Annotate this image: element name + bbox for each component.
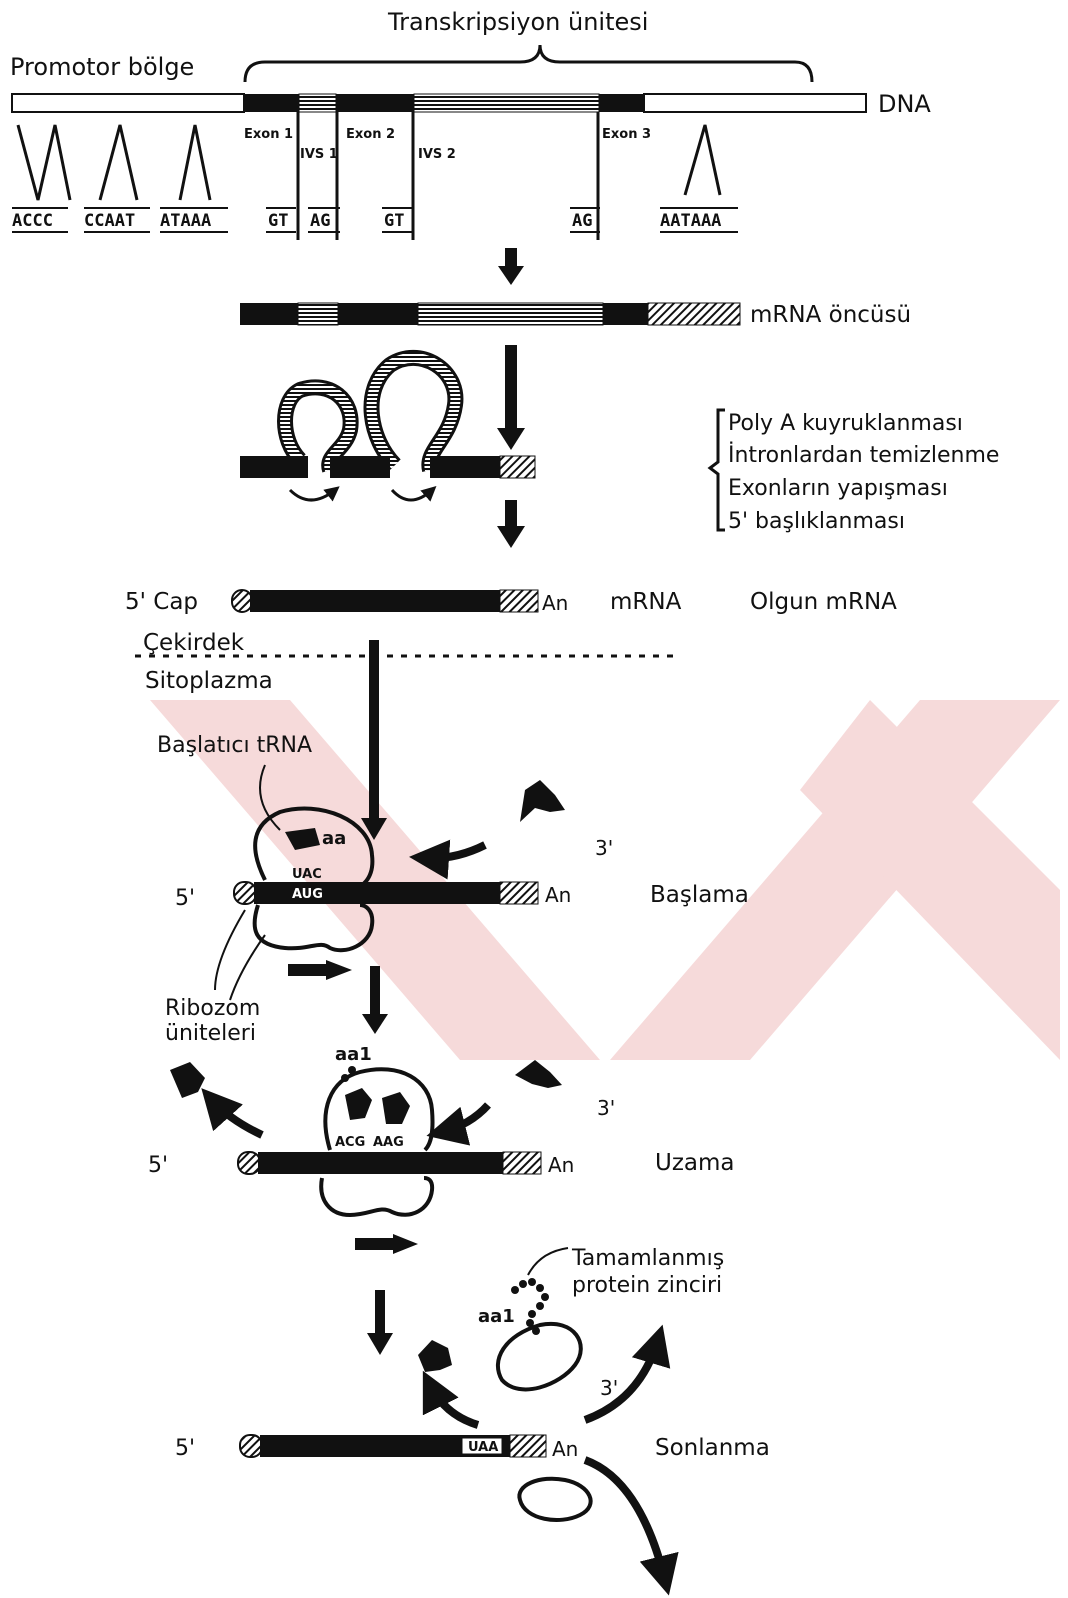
completed-protein-label-2: protein zinciri <box>572 1273 722 1298</box>
anticodon-uac: UAC <box>292 867 322 882</box>
step-polya: Poly A kuyruklanması <box>728 411 963 436</box>
arrow-to-termination <box>367 1290 393 1355</box>
aa1-elongation: aa1 <box>335 1044 372 1065</box>
promoter-seq-ccaat: CCAAT <box>84 211 135 231</box>
mrna-precursor <box>240 303 740 325</box>
precursor-label: mRNA öncüsü <box>750 302 911 328</box>
tail-termination: An <box>552 1437 578 1461</box>
released-small-subunit <box>498 1324 581 1390</box>
release-arrow-up <box>585 1340 658 1420</box>
ribosome-movement-arrow-2 <box>355 1238 395 1250</box>
step-capping: 5' başlıklanması <box>728 509 905 534</box>
ribosome-pointer-lines <box>215 910 265 1000</box>
incoming-arrow-2 <box>442 1105 488 1132</box>
splice-acceptor-2: AG <box>572 211 592 231</box>
dna-label: DNA <box>878 90 931 118</box>
exiting-arrow <box>212 1100 262 1135</box>
processing-bracket <box>710 410 725 530</box>
step-exon-joining: Exonların yapışması <box>728 476 948 501</box>
three-prime-initiation: 3' <box>595 836 613 860</box>
three-prime-elongation: 3' <box>597 1096 615 1120</box>
step-intron-removal: İntronlardan temizlenme <box>728 442 999 468</box>
ivs-1-label: IVS 1 <box>300 147 338 162</box>
ribosome-movement-arrow-1 <box>288 964 328 976</box>
tail-initiation: An <box>545 883 571 907</box>
ribosome-label-1: Ribozom <box>165 996 260 1021</box>
promoter-seq-ataaa: ATAAA <box>160 211 211 231</box>
exon-2-label: Exon 2 <box>346 127 395 142</box>
transcription-unit-label: Transkripsiyon ünitesi <box>387 8 648 36</box>
arrow-to-elongation <box>362 966 388 1034</box>
three-prime-termination: 3' <box>600 1376 618 1400</box>
incoming-trna-1 <box>520 780 565 822</box>
splice-acceptor-1: AG <box>310 211 330 231</box>
aa-label: aa <box>322 828 346 849</box>
splicing-intermediate <box>240 358 535 500</box>
nucleus-label: Çekirdek <box>143 630 245 656</box>
stage-initiation: Başlama <box>650 882 749 908</box>
polya-signal: AATAAA <box>660 211 721 231</box>
exon-1-label: Exon 1 <box>244 127 293 142</box>
tail-elongation: An <box>548 1153 574 1177</box>
incoming-arrow-1 <box>425 845 485 858</box>
arrow-processing <box>497 345 525 450</box>
mrna-initiation <box>234 882 538 904</box>
mrna-label: mRNA <box>610 589 682 615</box>
release-arrow-left <box>430 1385 478 1425</box>
stage-elongation: Uzama <box>655 1150 735 1176</box>
ivs-2-label: IVS 2 <box>418 147 456 162</box>
stage-termination: Sonlanma <box>655 1435 770 1461</box>
cytoplasm-label: Sitoplazma <box>145 668 273 694</box>
promoter-label: Promotor bölge <box>10 53 194 81</box>
arrow-to-mature <box>497 500 525 548</box>
release-arrow-down <box>585 1460 665 1580</box>
cap-label: 5' Cap <box>125 589 198 615</box>
splice-donor-2: GT <box>384 211 404 231</box>
ribosome-movement-head-1 <box>326 960 352 980</box>
start-codon: AUG <box>292 887 323 902</box>
released-large-subunit <box>519 1479 590 1520</box>
arrow-transcription <box>498 248 524 285</box>
mature-mrna <box>232 590 538 612</box>
five-prime-initiation: 5' <box>175 886 195 911</box>
released-trna <box>418 1340 452 1372</box>
mature-tail: An <box>542 591 568 615</box>
mrna-elongation <box>238 1152 541 1174</box>
incoming-trna-2 <box>515 1060 562 1088</box>
splice-donor-1: GT <box>268 211 288 231</box>
exiting-trna <box>170 1062 205 1098</box>
transcription-unit-brace <box>245 45 812 82</box>
exon-3-label: Exon 3 <box>602 127 651 142</box>
completed-protein-label-1: Tamamlanmış <box>571 1246 724 1271</box>
aa1-termination: aa1 <box>478 1306 515 1327</box>
promoter-seq-accc: ACCC <box>12 211 53 231</box>
codon-aag: AAG <box>373 1135 404 1150</box>
stop-codon: UAA <box>468 1440 498 1455</box>
ribosome-movement-head-2 <box>393 1234 418 1254</box>
five-prime-termination: 5' <box>175 1436 195 1461</box>
mature-mrna-label: Olgun mRNA <box>750 589 897 615</box>
five-prime-elongation: 5' <box>148 1153 168 1178</box>
protein-pointer-line <box>528 1248 568 1275</box>
codon-acg: ACG <box>335 1135 365 1150</box>
dna-strand <box>12 94 866 112</box>
ribosome-label-2: üniteleri <box>165 1021 256 1046</box>
splice-site-lines <box>298 112 598 240</box>
initiator-trna-label: Başlatıcı tRNA <box>157 733 312 758</box>
